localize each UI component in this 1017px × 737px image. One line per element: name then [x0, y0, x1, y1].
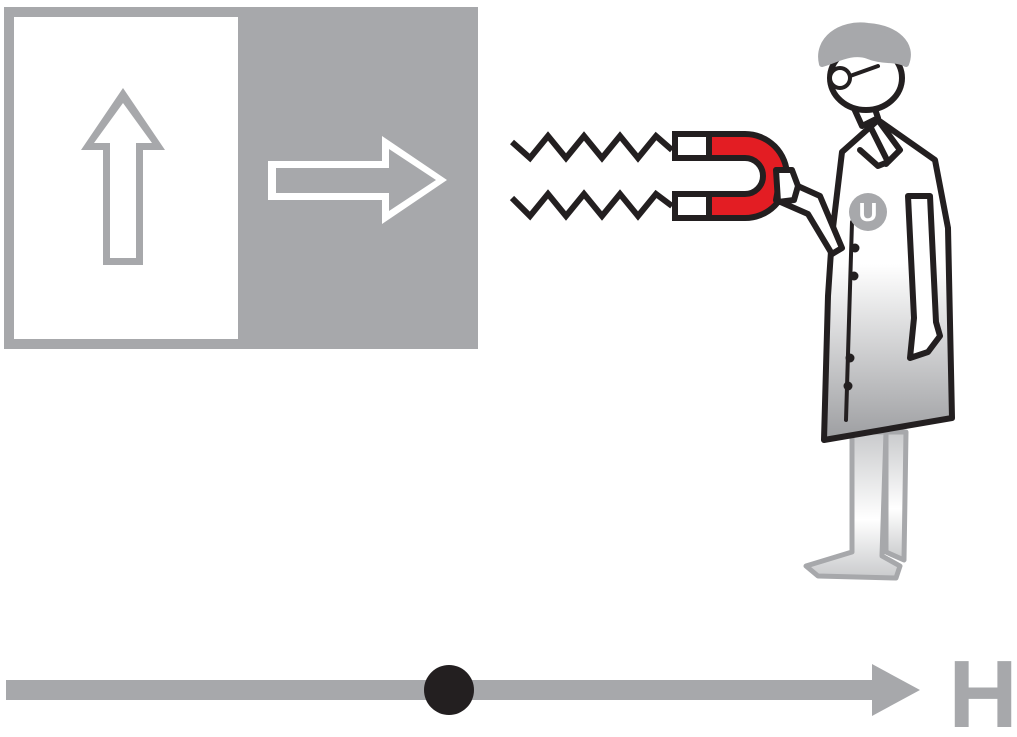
- axis-label-h: H: [948, 641, 1017, 737]
- coat-badge: U: [849, 193, 887, 231]
- field-line-top: [512, 136, 672, 158]
- magnetic-field-lines: [512, 136, 672, 216]
- magnet-pole-top: [675, 134, 709, 158]
- scientist-hand: [776, 170, 798, 202]
- scientist-head: [821, 25, 908, 110]
- field-line-bottom: [512, 194, 672, 216]
- domain-panel: [4, 7, 478, 349]
- magnet-pole-bottom: [675, 194, 709, 218]
- scientist-figure: U: [776, 25, 952, 578]
- field-axis: H: [6, 641, 1017, 737]
- axis-arrowhead: [872, 664, 920, 716]
- horseshoe-magnet-icon: [675, 134, 787, 218]
- scientist-legs: [806, 432, 906, 578]
- badge-label: U: [859, 197, 878, 227]
- field-marker: [424, 665, 474, 715]
